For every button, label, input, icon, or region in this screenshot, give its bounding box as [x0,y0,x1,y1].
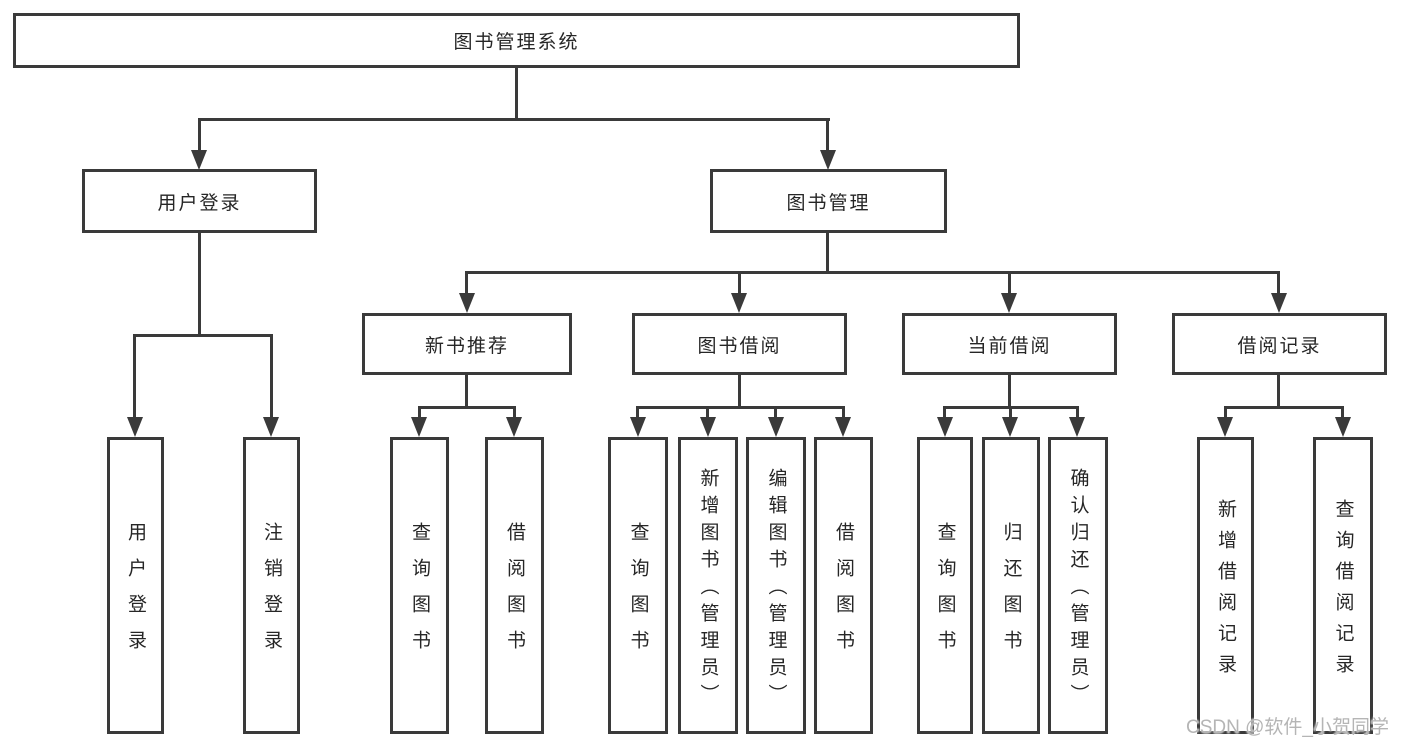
leaf-add-borrow-record: 新增借阅记录 [1197,437,1254,734]
leaf-user-login-label: 用户登录 [125,522,146,666]
connector-borrow-records-rail [1224,406,1344,409]
arrowhead-down-icon [835,417,851,437]
connector-leaf-drop [1224,406,1227,421]
connector-leaf-drop [1341,406,1344,421]
node-book-management: 图书管理 [710,169,947,233]
node-user-login: 用户登录 [82,169,317,233]
connector-leaf-drop [1076,406,1079,421]
connector-new-book-rail [418,406,516,409]
connector-user-login-drop [198,118,201,153]
connector-user-login-rail [133,334,273,337]
leaf-query-borrow-record: 查询借阅记录 [1313,437,1373,734]
arrowhead-down-icon [1001,293,1017,313]
arrowhead-down-icon [1002,417,1018,437]
connector-leaf-drop [943,406,946,421]
leaf-query-books-current: 查询图书 [917,437,973,734]
node-book-borrow: 图书借阅 [632,313,847,375]
node-root-label: 图书管理系统 [453,32,580,53]
connector-leaf-drop [842,406,845,421]
node-book-management-label: 图书管理 [786,192,871,214]
node-user-login-label: 用户登录 [157,192,242,214]
arrowhead-down-icon [1271,293,1287,313]
connector-leaf-drop [418,406,421,421]
arrowhead-down-icon [127,417,143,437]
csdn-watermark: CSDN @软件_小贺同学 [1186,717,1389,738]
connector-leaf-drop [706,406,709,421]
connector-borrow-records-stem [1277,372,1280,409]
leaf-logout: 注销登录 [243,437,300,734]
leaf-query-books-borrow-label: 查询图书 [627,522,649,666]
node-current-borrow: 当前借阅 [902,313,1117,375]
arrowhead-down-icon [768,417,784,437]
leaf-confirm-return-admin: 确认归还（管理员） [1048,437,1108,734]
connector-section-drop [465,271,468,296]
leaf-logout-label: 注销登录 [261,522,282,666]
connector-leaf-drop [270,334,273,419]
leaf-return-books-label: 归还图书 [1000,522,1022,666]
arrowhead-down-icon [506,417,522,437]
leaf-borrow-books-borrow-label: 借阅图书 [833,522,854,666]
leaf-query-borrow-record-label: 查询借阅记录 [1332,498,1354,685]
arrowhead-down-icon [1217,417,1233,437]
leaf-add-borrow-record-label: 新增借阅记录 [1215,498,1236,685]
arrowhead-down-icon [411,417,427,437]
leaf-query-books-current-label: 查询图书 [934,522,956,666]
arrowhead-down-icon [263,417,279,437]
connector-leaf-drop [513,406,516,421]
connector-section-drop [738,271,741,296]
connector-leaf-drop [1009,406,1012,421]
arrowhead-down-icon [820,150,836,170]
arrowhead-down-icon [1335,417,1351,437]
leaf-query-books-borrow: 查询图书 [608,437,668,734]
connector-book-borrow-rail [636,406,844,409]
leaf-add-book-admin: 新增图书（管理员） [678,437,738,734]
connector-section-drop [1008,271,1011,296]
connector-section-drop [1277,271,1280,296]
connector-current-borrow-stem [1008,372,1011,409]
connector-book-borrow-stem [738,372,741,409]
connector-user-login-stem [198,231,201,337]
node-new-book-recommend-label: 新书推荐 [424,335,509,357]
node-book-borrow-label: 图书借阅 [697,335,782,357]
leaf-user-login: 用户登录 [107,437,164,734]
connector-book-management-stem [826,231,829,274]
connector-new-book-stem [465,372,468,409]
node-new-book-recommend: 新书推荐 [362,313,572,375]
node-root: 图书管理系统 [13,13,1020,68]
arrowhead-down-icon [937,417,953,437]
leaf-query-books-recommend: 查询图书 [390,437,449,734]
arrowhead-down-icon [731,293,747,313]
arrowhead-down-icon [191,150,207,170]
arrowhead-down-icon [1069,417,1085,437]
connector-level3-rail [465,271,1279,274]
arrowhead-down-icon [700,417,716,437]
leaf-query-books-recommend-label: 查询图书 [409,522,430,666]
node-borrow-records: 借阅记录 [1172,313,1387,375]
leaf-confirm-return-admin-label: 确认归还（管理员） [1067,468,1089,711]
leaf-borrow-books-recommend: 借阅图书 [485,437,544,734]
leaf-edit-book-admin: 编辑图书（管理员） [746,437,806,734]
node-current-borrow-label: 当前借阅 [967,335,1052,357]
connector-book-management-drop [826,118,829,153]
connector-leaf-drop [636,406,639,421]
node-borrow-records-label: 借阅记录 [1237,335,1322,357]
connector-leaf-drop [133,334,136,419]
leaf-borrow-books-borrow: 借阅图书 [814,437,873,734]
leaf-add-book-admin-label: 新增图书（管理员） [697,468,719,711]
leaf-edit-book-admin-label: 编辑图书（管理员） [765,468,787,711]
arrowhead-down-icon [459,293,475,313]
connector-root-stem [515,66,518,120]
leaf-borrow-books-recommend-label: 借阅图书 [504,522,525,666]
arrowhead-down-icon [630,417,646,437]
connector-level1-rail [198,118,830,121]
connector-leaf-drop [774,406,777,421]
leaf-return-books: 归还图书 [982,437,1040,734]
